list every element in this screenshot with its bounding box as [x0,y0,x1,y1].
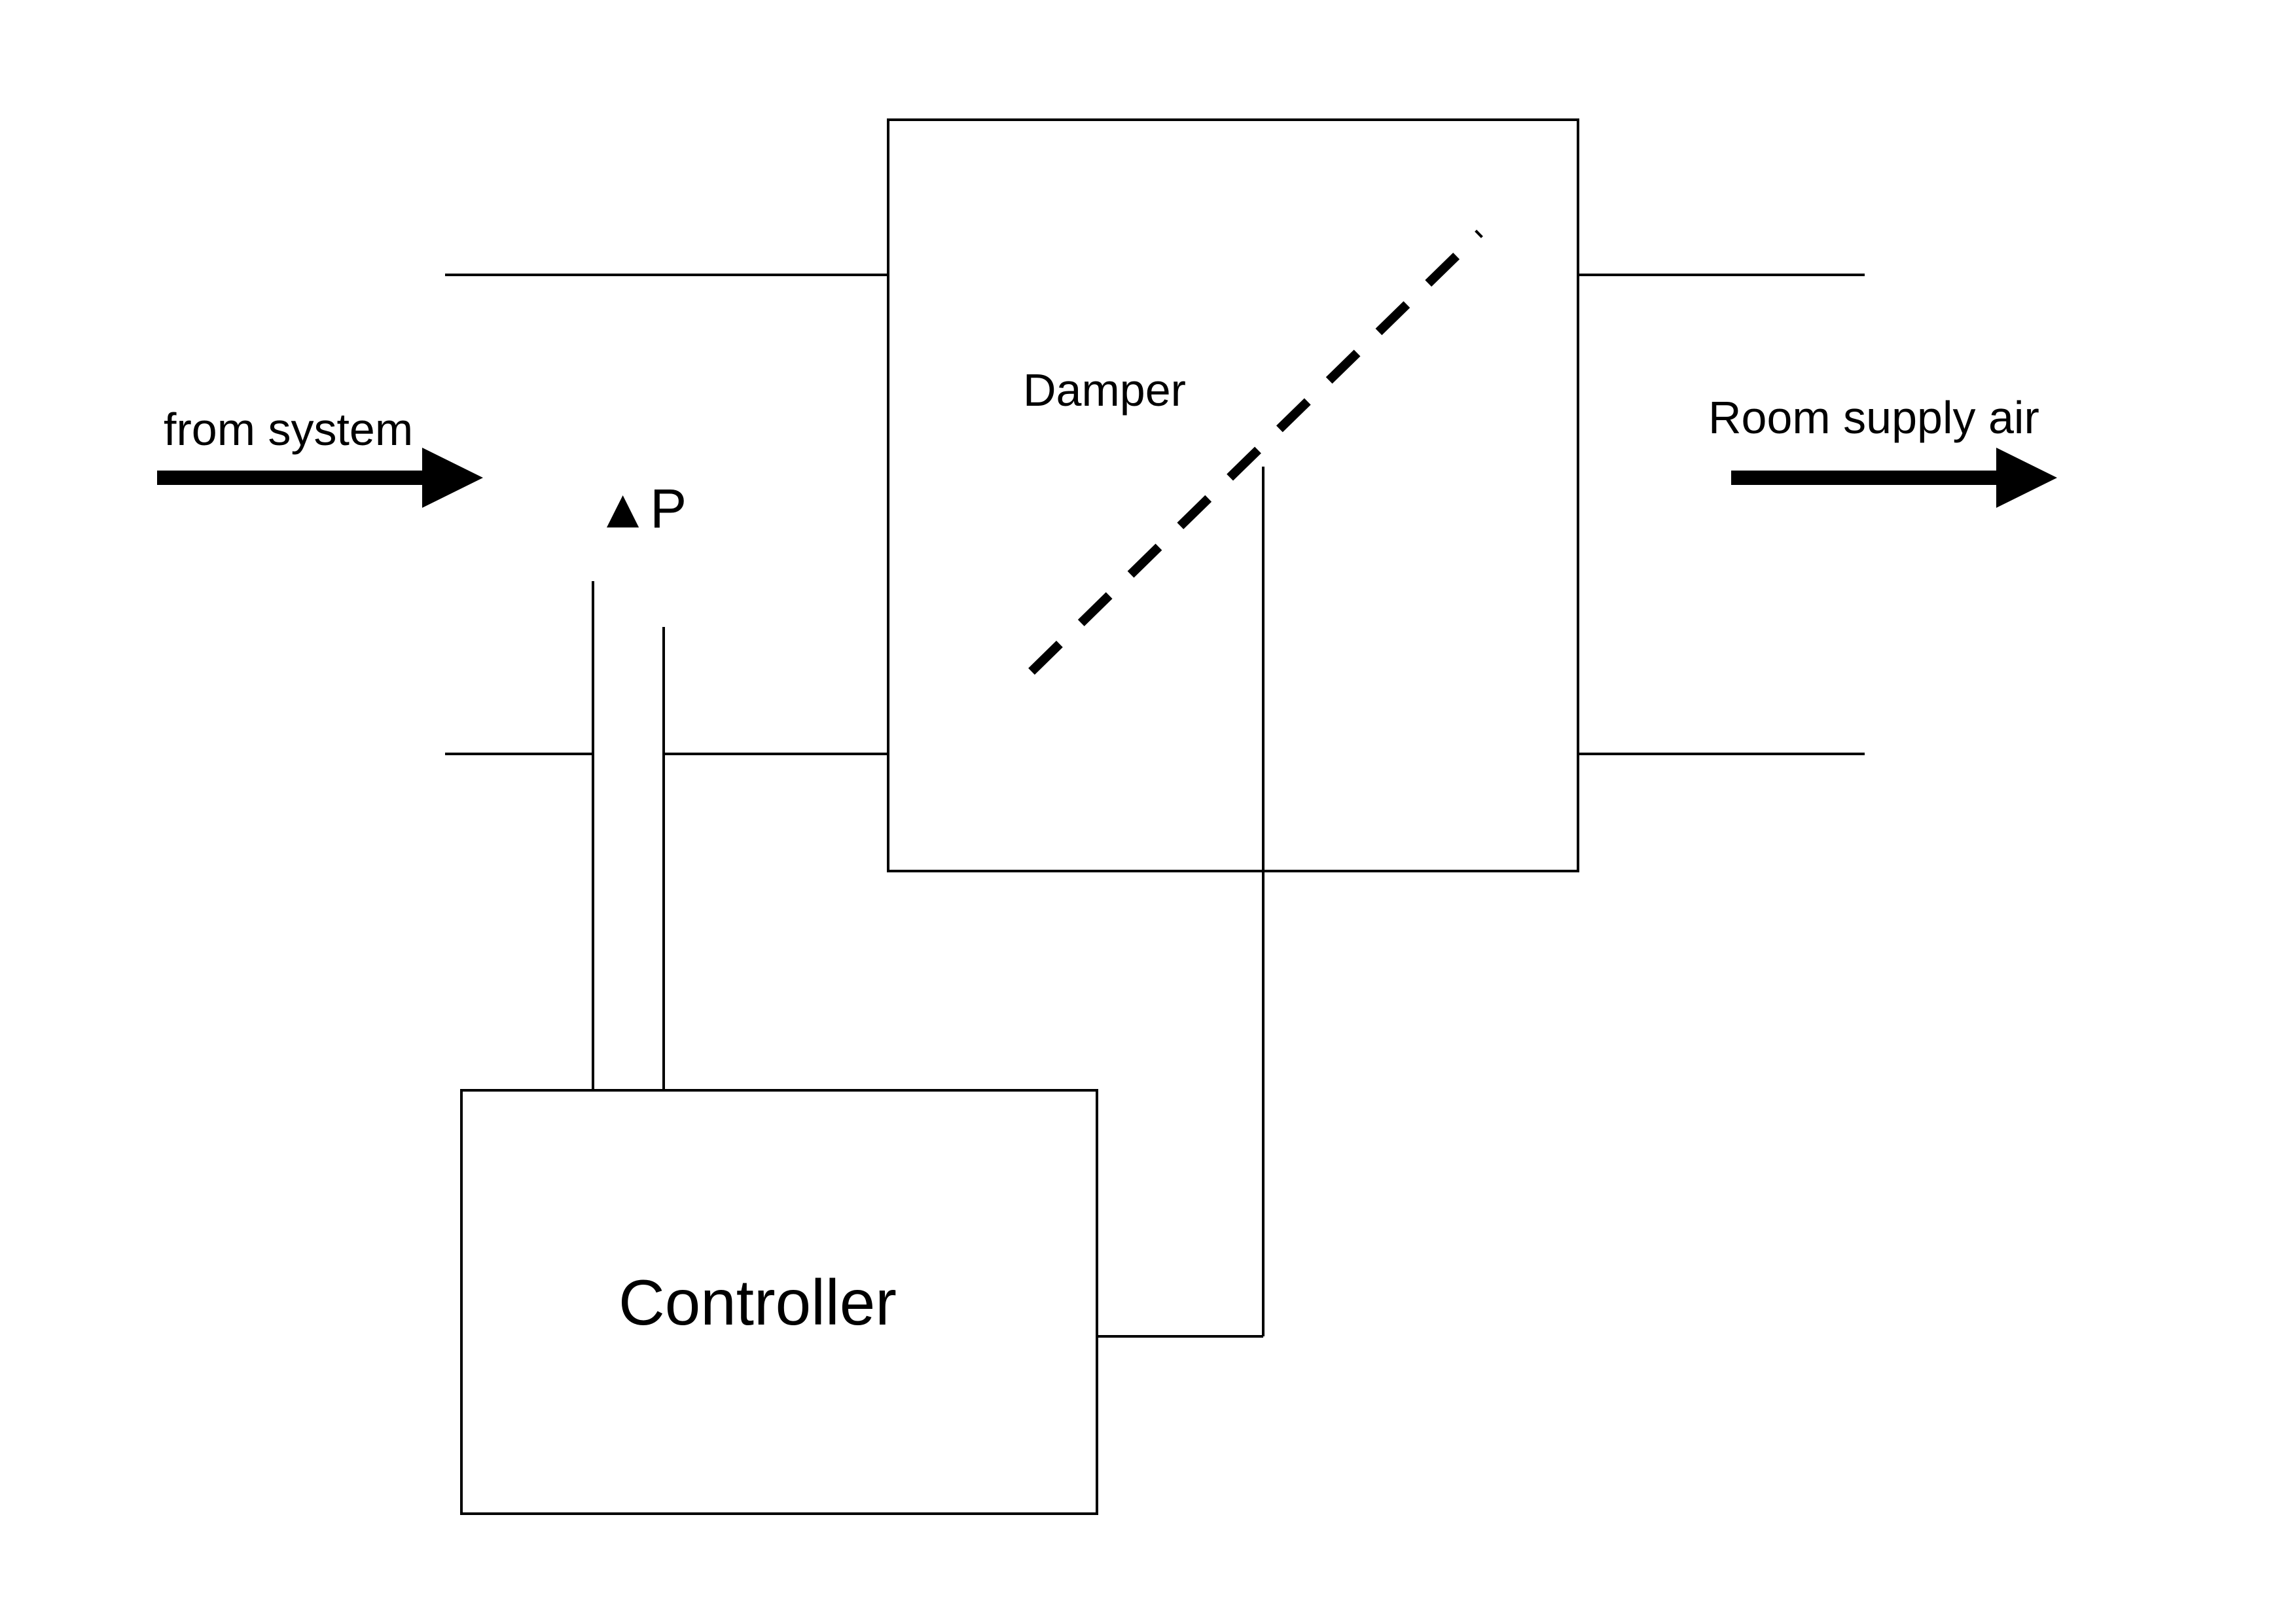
inlet-arrow-head [422,448,483,508]
pressure-label: ▲P [596,478,687,539]
damper-box [887,118,1579,872]
damper-blade [1028,229,1483,675]
outlet-arrow-head [1996,448,2057,508]
outlet-label: Room supply air [1708,392,2039,443]
damper-label: Damper [1023,365,1186,416]
controller-label: Controller [619,1266,897,1338]
controller-box [460,1089,1098,1515]
inlet-label: from system [164,404,413,455]
